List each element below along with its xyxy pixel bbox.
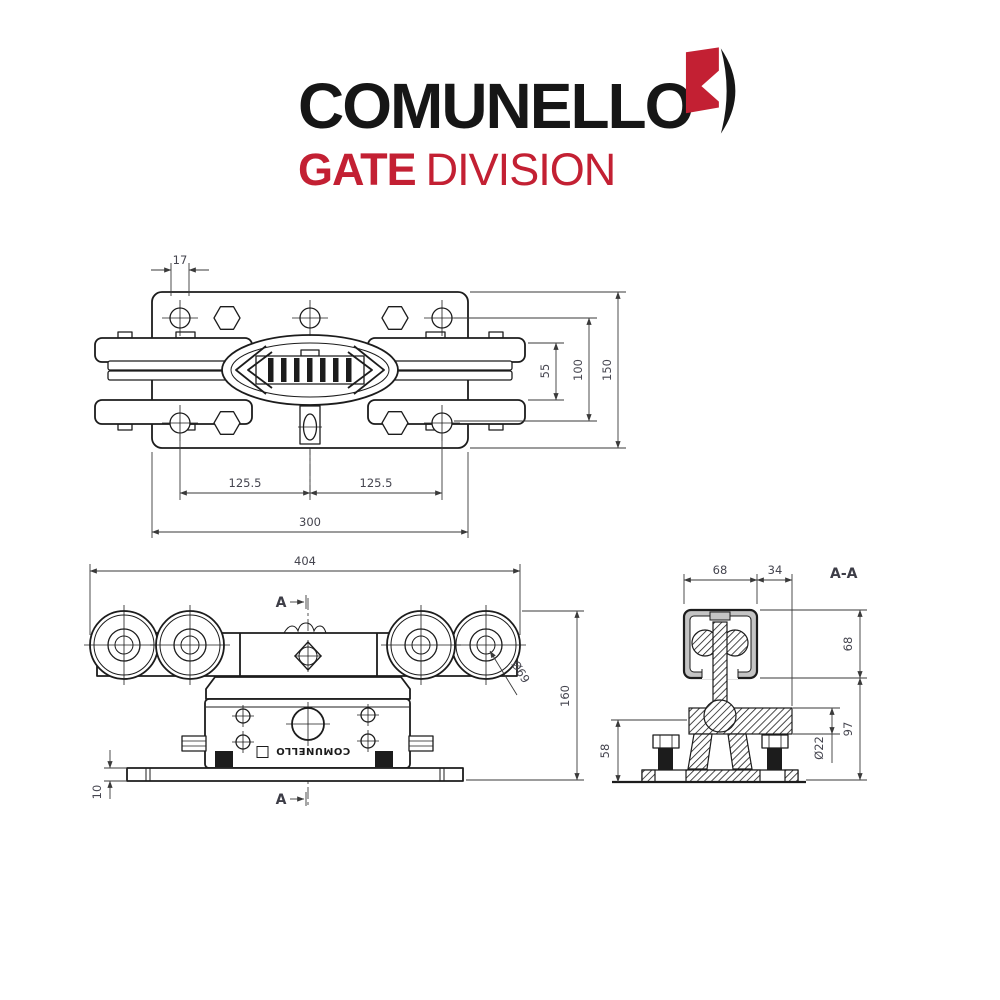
dim-overall-height: 160 — [558, 685, 572, 707]
section-dimensions: 68 34 68 97 Ø22 58 — [598, 563, 867, 783]
brand-tagline-division: DIVISION — [425, 144, 617, 195]
dim-bolt-row-height: 100 — [571, 359, 585, 381]
brand-name: COMUNELLO — [298, 70, 694, 142]
wheels — [84, 605, 526, 685]
dim-body-height: 97 — [841, 722, 855, 737]
dim-plate-width: 300 — [299, 515, 321, 529]
left-side-bolt — [181, 735, 207, 752]
dim-rail-height: 68 — [841, 637, 855, 652]
dim-plate-height: 150 — [600, 359, 614, 381]
plan-view: 17 55 100 150 125.5 125.5 — [94, 253, 626, 538]
plan-center-body — [221, 334, 399, 406]
carriage-body: COMUNELLO — [181, 676, 434, 769]
spring-washer-detail — [283, 622, 327, 634]
roller-assembly — [687, 611, 793, 770]
section-view: A-A — [598, 563, 867, 784]
brand-mark-icon — [686, 47, 736, 134]
wheel — [84, 605, 164, 685]
dim-rail-width: 68 — [713, 563, 728, 577]
dim-base-height: 58 — [598, 744, 612, 759]
plan-holes — [162, 300, 460, 445]
right-side-bolt — [408, 735, 434, 752]
wheel — [381, 605, 461, 685]
section-markers: A A — [276, 595, 307, 808]
wheel — [150, 605, 230, 685]
grease-fitting — [294, 640, 322, 672]
dim-pitch-right: 125.5 — [360, 476, 393, 490]
dim-plate-thickness: 10 — [90, 785, 104, 800]
dim-rail-offset: 34 — [768, 563, 783, 577]
dim-hole-width: 17 — [173, 253, 188, 267]
body-brand-print: COMUNELLO — [256, 745, 351, 758]
dim-overall-width: 404 — [294, 554, 316, 568]
front-view: COMUNELLO A — [84, 554, 584, 808]
dim-inner-height: 55 — [538, 364, 552, 379]
dim-pitch-left: 125.5 — [229, 476, 262, 490]
svg-text:COMUNELLO: COMUNELLO — [276, 745, 351, 756]
plan-rollers-left — [94, 331, 253, 431]
base-plate — [126, 767, 464, 782]
ball-joint — [703, 699, 737, 733]
section-title: A-A — [830, 566, 858, 582]
anchor-base — [612, 769, 806, 784]
anchor-bolts — [652, 734, 789, 770]
plan-dimensions: 17 55 100 150 125.5 125.5 — [151, 253, 626, 538]
brand-tagline-gate: GATE — [298, 144, 417, 195]
section-label-bottom: A — [276, 792, 287, 808]
section-label-top: A — [276, 595, 287, 611]
dim-pin-diameter: Ø22 — [812, 736, 826, 760]
